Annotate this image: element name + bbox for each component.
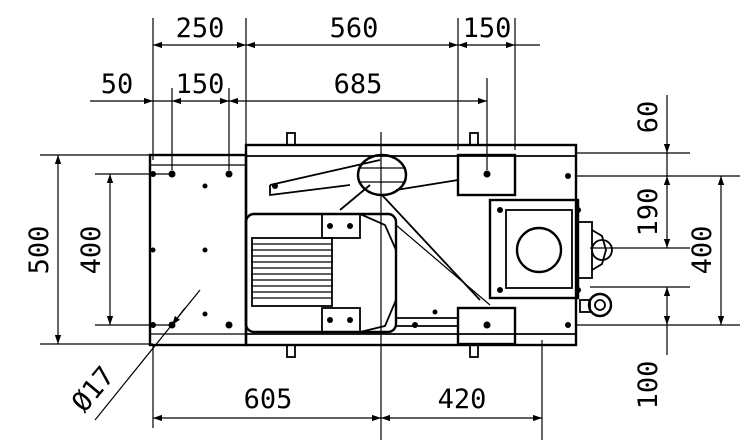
right-dimensions: [663, 95, 725, 355]
dim-top-560: 560: [330, 13, 379, 44]
machine-body: [148, 132, 613, 358]
motor-fins: [252, 243, 332, 299]
dim-left-400: 400: [76, 226, 107, 275]
dim-top-50: 50: [101, 69, 134, 100]
bolt-holes: [150, 170, 581, 329]
left-dimensions: [54, 155, 114, 344]
dim-right-60: 60: [633, 101, 664, 134]
dim-hole-diameter: Ø17: [66, 361, 121, 418]
dimension-labels: 250 560 150 50 150 685 500 400 60 190 40…: [24, 13, 718, 418]
dim-right-100: 100: [633, 361, 664, 410]
dim-bottom-605: 605: [244, 384, 293, 415]
dim-top-150b: 150: [176, 69, 225, 100]
top-dimensions: [90, 41, 540, 105]
dim-top-250: 250: [176, 13, 225, 44]
dim-right-400: 400: [687, 226, 718, 275]
dim-top-150: 150: [463, 13, 512, 44]
dim-right-190: 190: [633, 188, 664, 237]
hole-leader: [94, 289, 201, 421]
dim-bottom-420: 420: [438, 384, 487, 415]
dim-left-500: 500: [24, 226, 55, 275]
dim-top-685: 685: [334, 69, 383, 100]
